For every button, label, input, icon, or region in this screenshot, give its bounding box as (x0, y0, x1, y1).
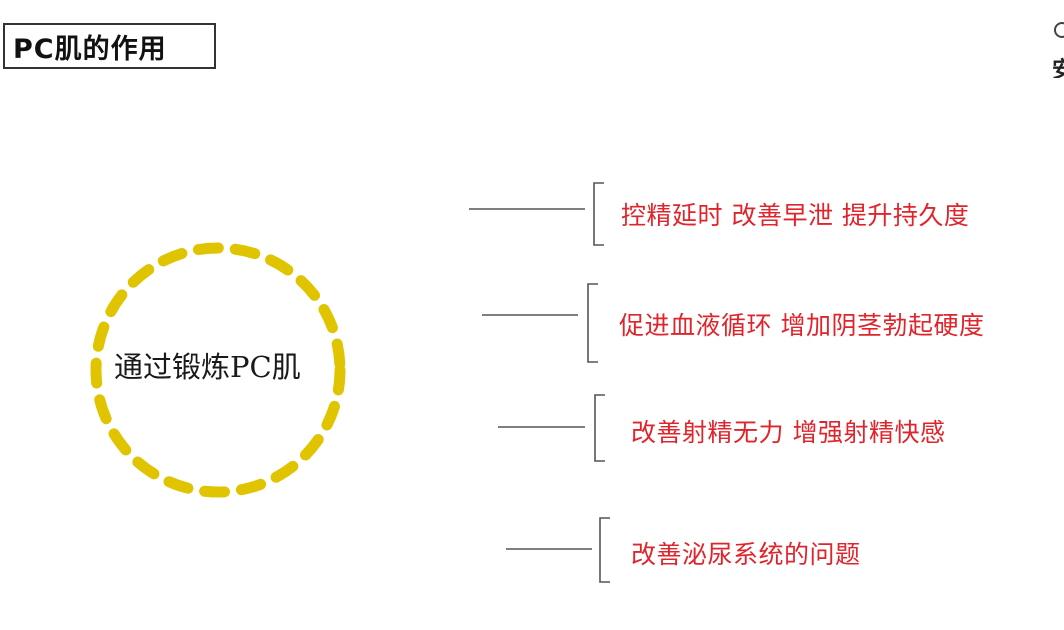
logo-circle-icon (1054, 22, 1064, 38)
bracket-2 (587, 283, 598, 363)
bracket-4 (599, 517, 610, 583)
benefit-item-3: 改善射精无力 增强射精快感 (631, 418, 946, 447)
bracket-3 (594, 394, 605, 462)
connector-2 (482, 283, 598, 363)
connector-4 (506, 517, 610, 583)
page-title: PC肌的作用 (13, 33, 167, 65)
dashed-circle (90, 242, 346, 498)
benefit-item-4: 改善泌尿系统的问题 (631, 540, 861, 569)
benefit-item-2: 促进血液循环 增加阴茎勃起硬度 (619, 311, 985, 340)
corner-partial-text: 安 (1052, 58, 1064, 78)
benefit-item-1: 控精延时 改善早泄 提升持久度 (621, 201, 970, 230)
title-box: PC肌的作用 (3, 23, 216, 69)
connector-1 (469, 182, 604, 246)
connector-3 (498, 394, 605, 462)
bracket-1 (593, 182, 604, 246)
center-label: 通过锻炼PC肌 (114, 350, 301, 384)
corner-logo: 安 (1050, 20, 1064, 78)
